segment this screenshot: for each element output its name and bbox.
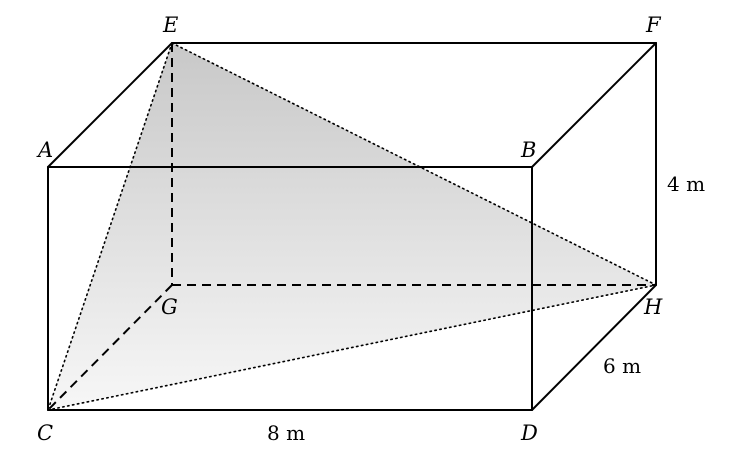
shaded-triangle-ECH	[48, 43, 656, 410]
edge-AE	[47, 42, 173, 168]
edge-BF	[531, 42, 657, 168]
vertex-label-E: E	[162, 13, 178, 37]
edge-DH	[531, 284, 657, 411]
dimension-depth-label: 6 m	[603, 354, 641, 378]
vertex-label-B: B	[520, 138, 536, 162]
diagonal-EH	[171, 42, 657, 286]
vertex-label-G: G	[161, 295, 178, 319]
vertex-label-H: H	[643, 295, 663, 319]
dimension-length-label: 8 m	[267, 421, 305, 445]
vertex-label-F: F	[645, 13, 662, 37]
diagonal-EC	[47, 42, 173, 411]
dimension-height-label: 4 m	[667, 172, 705, 196]
diagonal-CH	[47, 284, 657, 411]
vertex-label-A: A	[36, 138, 53, 162]
vertex-label-D: D	[520, 421, 538, 445]
vertex-label-C: C	[37, 421, 53, 445]
